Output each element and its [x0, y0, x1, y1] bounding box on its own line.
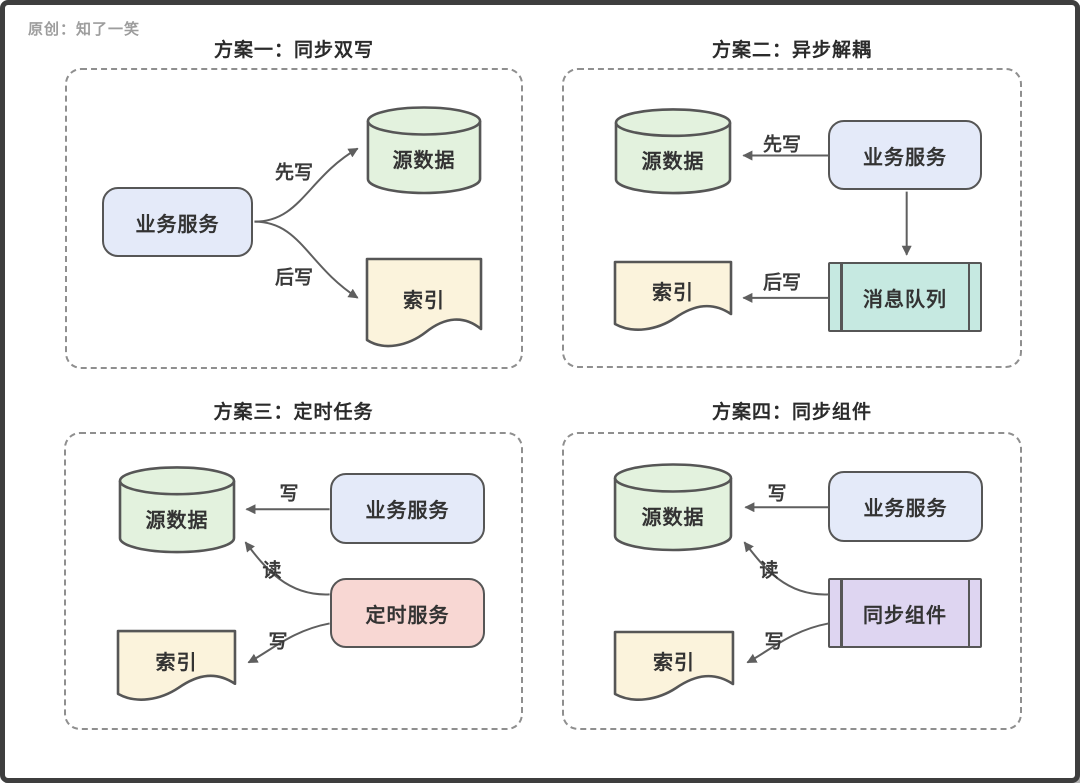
panel3-edge-label-write: 写: [279, 483, 299, 505]
document-shape: [613, 260, 733, 331]
panel4-service-label: 业务服务: [863, 498, 948, 520]
panel4-title: 方案四：同步组件: [711, 402, 872, 423]
panel2-source-node: 源数据: [613, 107, 733, 196]
panel3-source-node: 源数据: [117, 465, 237, 555]
panel4-service-node: 业务服务: [828, 471, 983, 542]
panel4-sync-node: 同步组件: [828, 578, 982, 648]
panel1-source-node: 源数据: [365, 105, 483, 196]
panel2-service-node: 业务服务: [828, 120, 982, 190]
panel3-index-node: 索引: [116, 629, 237, 701]
panel4-index-node: 索引: [613, 630, 735, 701]
panel3-timer-node: 定时服务: [330, 578, 485, 648]
panel4-edge-label-write2: 写: [764, 631, 784, 653]
panel3-service-node: 业务服务: [330, 473, 485, 544]
panel2-service-label: 业务服务: [863, 146, 947, 169]
database-cylinder-shape: [612, 462, 734, 553]
document-shape: [365, 257, 483, 350]
panel3-edge-label-write2: 写: [268, 631, 288, 653]
panel1-edge-label-second: 后写: [274, 267, 314, 289]
document-shape: [116, 629, 237, 701]
panel4-source-node: 源数据: [612, 462, 734, 553]
panel3-timer-label: 定时服务: [365, 604, 450, 627]
sync-side-bar: [967, 580, 970, 646]
panel1-title: 方案一：同步双写: [213, 40, 374, 61]
sync-side-bar: [840, 580, 843, 646]
panel2-edge-label-first: 先写: [762, 134, 802, 156]
watermark: 原创：知了一笑: [28, 21, 141, 38]
panel2-queue-node: 消息队列: [828, 262, 982, 332]
panel2-queue-label: 消息队列: [863, 288, 947, 311]
database-cylinder-shape: [117, 465, 237, 555]
panel3-source-label: 源数据: [145, 509, 209, 532]
panel1-service-node: 业务服务: [102, 187, 253, 257]
panel4-index-label: 索引: [653, 652, 695, 674]
panel2-index-label: 索引: [652, 282, 694, 304]
panel1-index-label: 索引: [403, 290, 445, 312]
panel3-index-label: 索引: [155, 651, 198, 674]
panel2-index-node: 索引: [613, 260, 733, 331]
panel3-service-label: 业务服务: [365, 500, 450, 522]
panel1-service-label: 业务服务: [135, 213, 220, 236]
document-shape: [613, 630, 735, 701]
panel3-edge-label-read: 读: [262, 560, 282, 582]
queue-side-bar: [967, 264, 970, 330]
queue-side-bar: [840, 264, 843, 330]
panel4-edge-label-read: 读: [759, 560, 779, 582]
panel1-edge-label-first: 先写: [274, 162, 314, 184]
panel4-sync-label: 同步组件: [863, 604, 947, 627]
panel1-index-node: 索引: [365, 257, 483, 350]
panel4-source-label: 源数据: [641, 507, 705, 529]
database-cylinder-shape: [365, 105, 483, 196]
panel2-title: 方案二：异步解耦: [711, 40, 872, 61]
panel4-edge-label-write: 写: [767, 483, 787, 505]
database-cylinder-shape: [613, 107, 733, 196]
panel2-source-label: 源数据: [641, 151, 705, 173]
panel1-source-label: 源数据: [392, 150, 456, 172]
panel2-edge-label-second: 后写: [762, 272, 802, 294]
panel3-title: 方案三：定时任务: [213, 402, 374, 423]
